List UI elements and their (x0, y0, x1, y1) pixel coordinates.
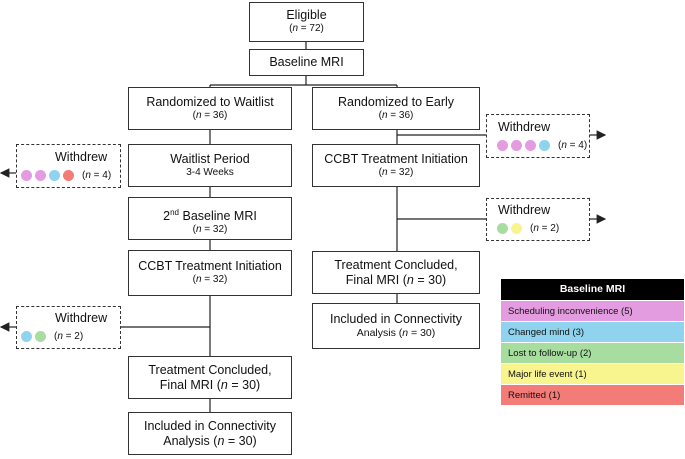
legend-items: Scheduling inconvenience (5)Changed mind… (501, 300, 684, 405)
n-symbol: n (217, 434, 225, 448)
waitlist-included-n: = 30) (224, 434, 257, 448)
early-ccbt-initiation-box: CCBT Treatment Initiation (n = 32) (312, 144, 480, 187)
n-symbol: n (195, 274, 202, 285)
randomized-early-box: Randomized to Early (n = 36) (312, 87, 480, 130)
withdrew-title: Withdrew (498, 203, 551, 217)
waitlist-included-box: Included in Connectivity Analysis (n = 3… (128, 412, 292, 455)
randomized-early-label: Randomized to Early (337, 95, 455, 109)
withdrawal-reason-legend: Baseline MRI Scheduling inconvenience (5… (501, 279, 684, 405)
withdrew-title: Withdrew (55, 311, 108, 325)
withdrew-count: (n = 2) (530, 223, 560, 234)
withdrawal-reason-dot-changed-mind (21, 331, 32, 342)
early-ccbt-initiation-label: CCBT Treatment Initiation (324, 152, 468, 166)
randomized-waitlist-box: Randomized to Waitlist (n = 36) (128, 87, 292, 130)
legend-item-scheduling: Scheduling inconvenience (5) (501, 300, 684, 321)
second-baseline-n: = 32 (201, 224, 225, 236)
withdrew-box-waitlist-period: Withdrew (n = 4) (16, 144, 121, 188)
n-symbol: n (195, 110, 202, 121)
waitlist-ccbt-initiation-label: CCBT Treatment Initiation (138, 259, 282, 273)
eligible-label: Eligible (286, 8, 327, 22)
withdrew-box-early-treatment: Withdrew (n = 2) (486, 198, 590, 241)
early-included-n: = 30) (408, 327, 436, 339)
withdrawal-reason-dot-major-life (511, 223, 522, 234)
waitlist-included-line2: Analysis (163, 434, 210, 448)
legend-item-major-life: Major life event (1) (501, 363, 684, 384)
withdrawal-reason-dot-lost-followup (497, 223, 508, 234)
withdrawal-reason-dot-changed-mind (49, 170, 60, 181)
waitlist-period-duration: 3-4 Weeks (186, 167, 234, 178)
withdrew-dots-row: (n = 2) (497, 223, 559, 234)
waitlist-initiation-n: = 32 (201, 274, 225, 285)
legend-item-changed-mind: Changed mind (3) (501, 321, 684, 342)
waitlist-period-label: Waitlist Period (170, 152, 250, 166)
eligible-box: Eligible (n = 72) (249, 2, 364, 42)
n-symbol: n (381, 167, 388, 178)
eligible-n-symbol: n (292, 23, 299, 34)
waitlist-included-line1: Included in Connectivity (143, 419, 277, 433)
second-baseline-mri-box: 2nd Baseline MRI (n = 32) (128, 197, 292, 240)
withdrew-dots-row: (n = 4) (497, 140, 587, 151)
early-concluded-line2: Final MRI (345, 273, 400, 287)
waitlist-concluded-n: = 30) (227, 378, 261, 392)
open-paren: ( (399, 273, 407, 287)
waitlist-concluded-line2: Final MRI (159, 378, 214, 392)
ordinal-suffix: nd (170, 208, 180, 217)
early-initiation-n: = 32 (387, 167, 411, 178)
ordinal-number: 2 (163, 209, 171, 224)
withdrew-box-waitlist-treatment: Withdrew (n = 2) (16, 306, 121, 349)
withdrawal-reason-dot-scheduling (35, 170, 46, 181)
withdrew-box-early-randomized: Withdrew (n = 4) (486, 114, 590, 158)
withdrawal-reason-dot-remitted (63, 170, 74, 181)
waitlist-treatment-concluded-box: Treatment Concluded, Final MRI (n = 30) (128, 356, 292, 399)
second-baseline-text: Baseline MRI (179, 209, 257, 224)
n-symbol: n (220, 378, 228, 392)
withdrew-dots-row: (n = 2) (21, 331, 83, 342)
randomized-waitlist-n: = 36 (201, 110, 225, 121)
early-included-line2: Analysis (356, 327, 396, 339)
early-included-line1: Included in Connectivity (329, 312, 463, 326)
second-baseline-mri-label: 2nd Baseline MRI (129, 205, 291, 224)
early-included-box: Included in Connectivity Analysis (n = 3… (312, 303, 480, 349)
baseline-mri-box: Baseline MRI (249, 49, 364, 76)
legend-title: Baseline MRI (501, 279, 684, 300)
withdrew-title: Withdrew (498, 120, 551, 134)
withdrawal-reason-dot-scheduling (525, 140, 536, 151)
early-concluded-line1: Treatment Concluded, (334, 258, 458, 272)
early-concluded-n: = 30) (413, 273, 447, 287)
withdrawal-reason-dot-scheduling (21, 170, 32, 181)
open-paren: ( (213, 378, 221, 392)
withdrawal-reason-dot-changed-mind (539, 140, 550, 151)
eligible-n-value: = 72 (298, 23, 321, 34)
baseline-mri-label: Baseline MRI (269, 55, 344, 69)
withdrawal-reason-dot-scheduling (497, 140, 508, 151)
withdrawal-reason-dot-scheduling (511, 140, 522, 151)
withdrawal-reason-dot-lost-followup (35, 331, 46, 342)
n-symbol: n (402, 327, 409, 339)
waitlist-ccbt-initiation-box: CCBT Treatment Initiation (n = 32) (128, 250, 292, 296)
randomized-early-n: = 36 (387, 110, 411, 121)
withdrew-dots-row: (n = 4) (21, 170, 111, 181)
withdrew-count: (n = 4) (558, 140, 588, 151)
legend-item-lost-followup: Lost to follow-up (2) (501, 342, 684, 363)
waitlist-concluded-line1: Treatment Concluded, (148, 363, 272, 377)
early-treatment-concluded-box: Treatment Concluded, Final MRI (n = 30) (312, 251, 480, 294)
n-symbol: n (195, 224, 202, 236)
randomized-waitlist-label: Randomized to Waitlist (146, 95, 274, 109)
legend-item-remitted: Remitted (1) (501, 384, 684, 405)
withdrew-title: Withdrew (55, 150, 108, 164)
withdrew-count: (n = 4) (82, 170, 112, 181)
n-symbol: n (381, 110, 388, 121)
open-paren: ( (209, 434, 218, 448)
open-paren: ( (395, 327, 403, 339)
waitlist-period-box: Waitlist Period 3-4 Weeks (128, 144, 292, 187)
withdrew-count: (n = 2) (54, 331, 84, 342)
n-symbol: n (406, 273, 414, 287)
